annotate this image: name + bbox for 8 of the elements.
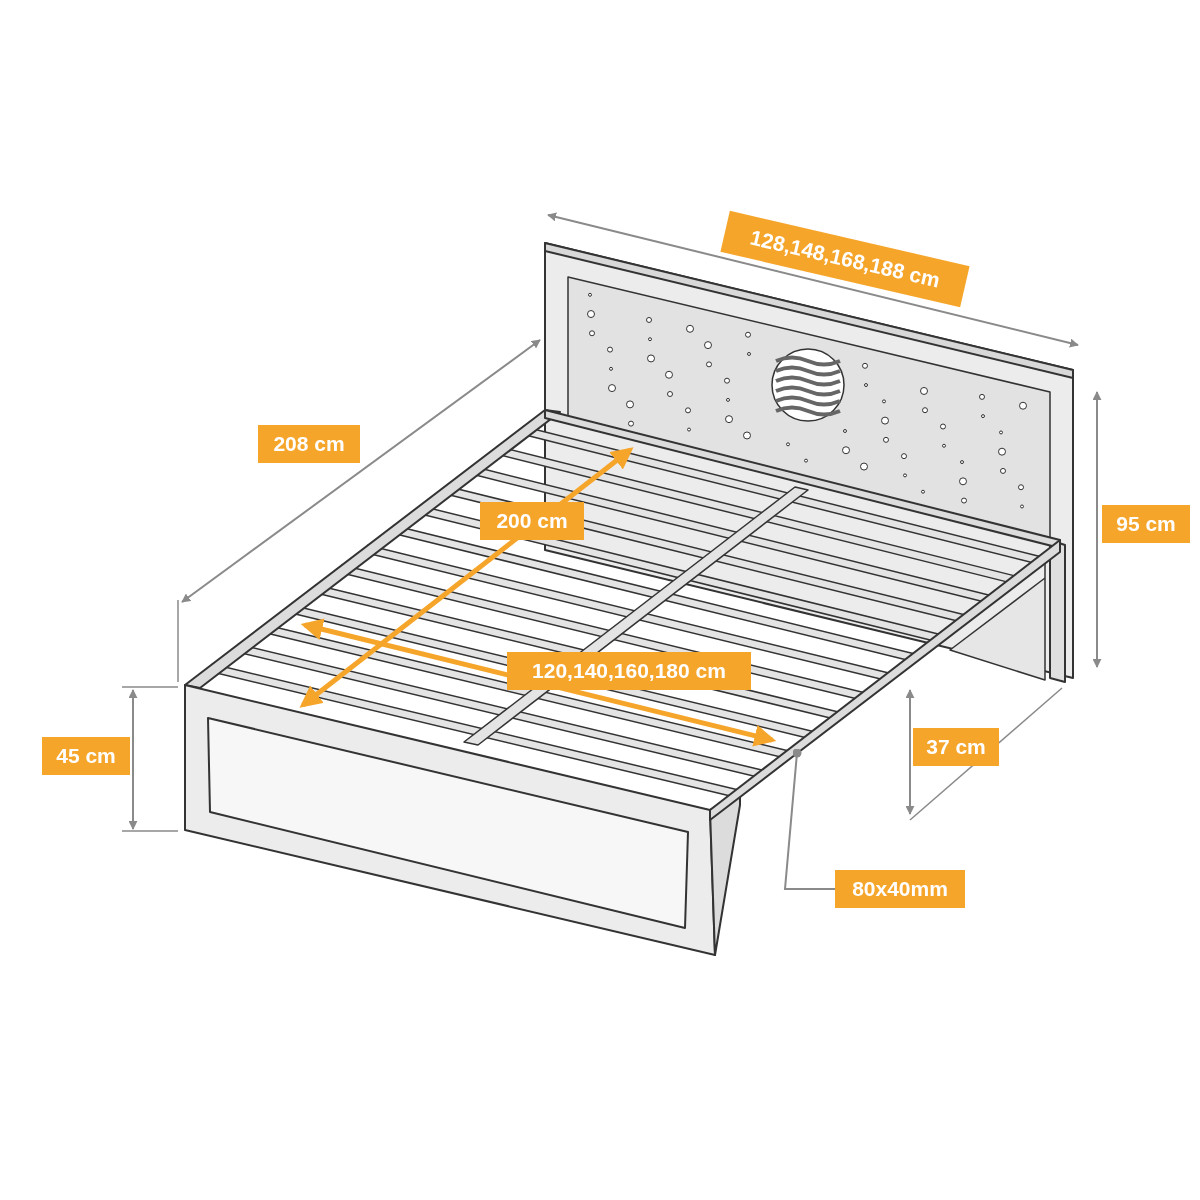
leader-line [783,748,836,890]
dimension-label: 37 cm [913,728,999,766]
dimension-label: 200 cm [480,502,584,540]
dimension-label: 95 cm [1102,505,1190,543]
dimension-label: 45 cm [42,737,130,775]
dimension-label: 120,140,160,180 cm [507,652,751,690]
dimension-label: 80x40mm [835,870,965,908]
dimension-label: 208 cm [258,425,360,463]
